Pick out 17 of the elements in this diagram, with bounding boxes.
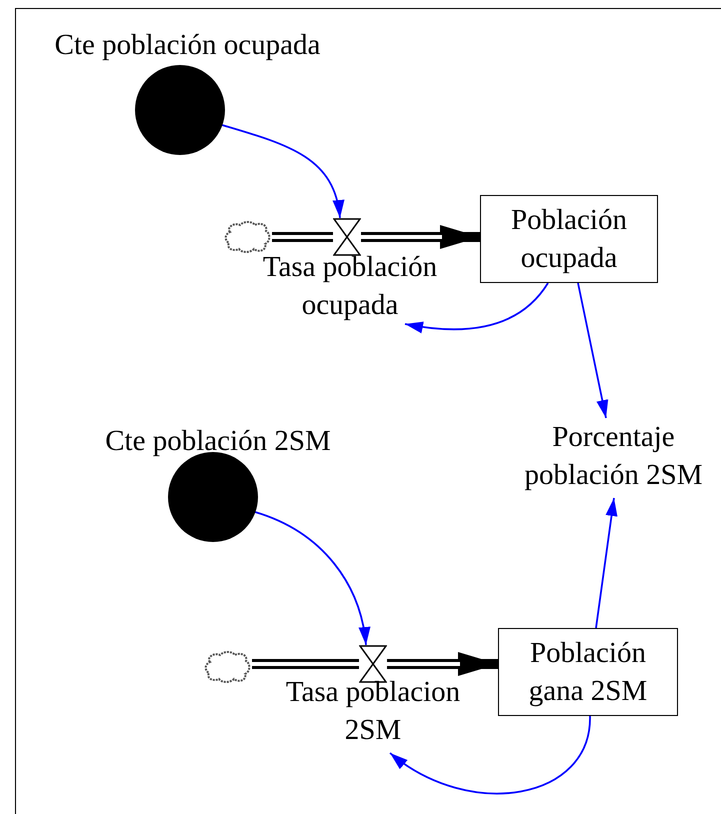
flow-pipe bbox=[387, 652, 498, 676]
stock-box: Población ocupada bbox=[480, 195, 658, 283]
link-arrow bbox=[389, 716, 591, 794]
link-arrow bbox=[222, 124, 344, 218]
constant-label: Cte población ocupada bbox=[54, 28, 322, 63]
variable-label: Porcentaje población 2SM bbox=[523, 420, 704, 493]
link-arrow bbox=[254, 511, 370, 646]
flow-pipe bbox=[252, 659, 359, 669]
stock-box: Población gana 2SM bbox=[498, 628, 678, 716]
flow-pipe bbox=[272, 232, 333, 242]
flow-rate-label: Tasa poblacion 2SM bbox=[284, 675, 462, 748]
link-arrow bbox=[404, 282, 549, 333]
constant-label: Cte población 2SM bbox=[104, 424, 332, 459]
flow-rate-label: Tasa población ocupada bbox=[262, 250, 438, 323]
link-arrow bbox=[577, 282, 608, 418]
flow-pipe bbox=[361, 225, 480, 249]
link-arrow bbox=[595, 498, 618, 628]
